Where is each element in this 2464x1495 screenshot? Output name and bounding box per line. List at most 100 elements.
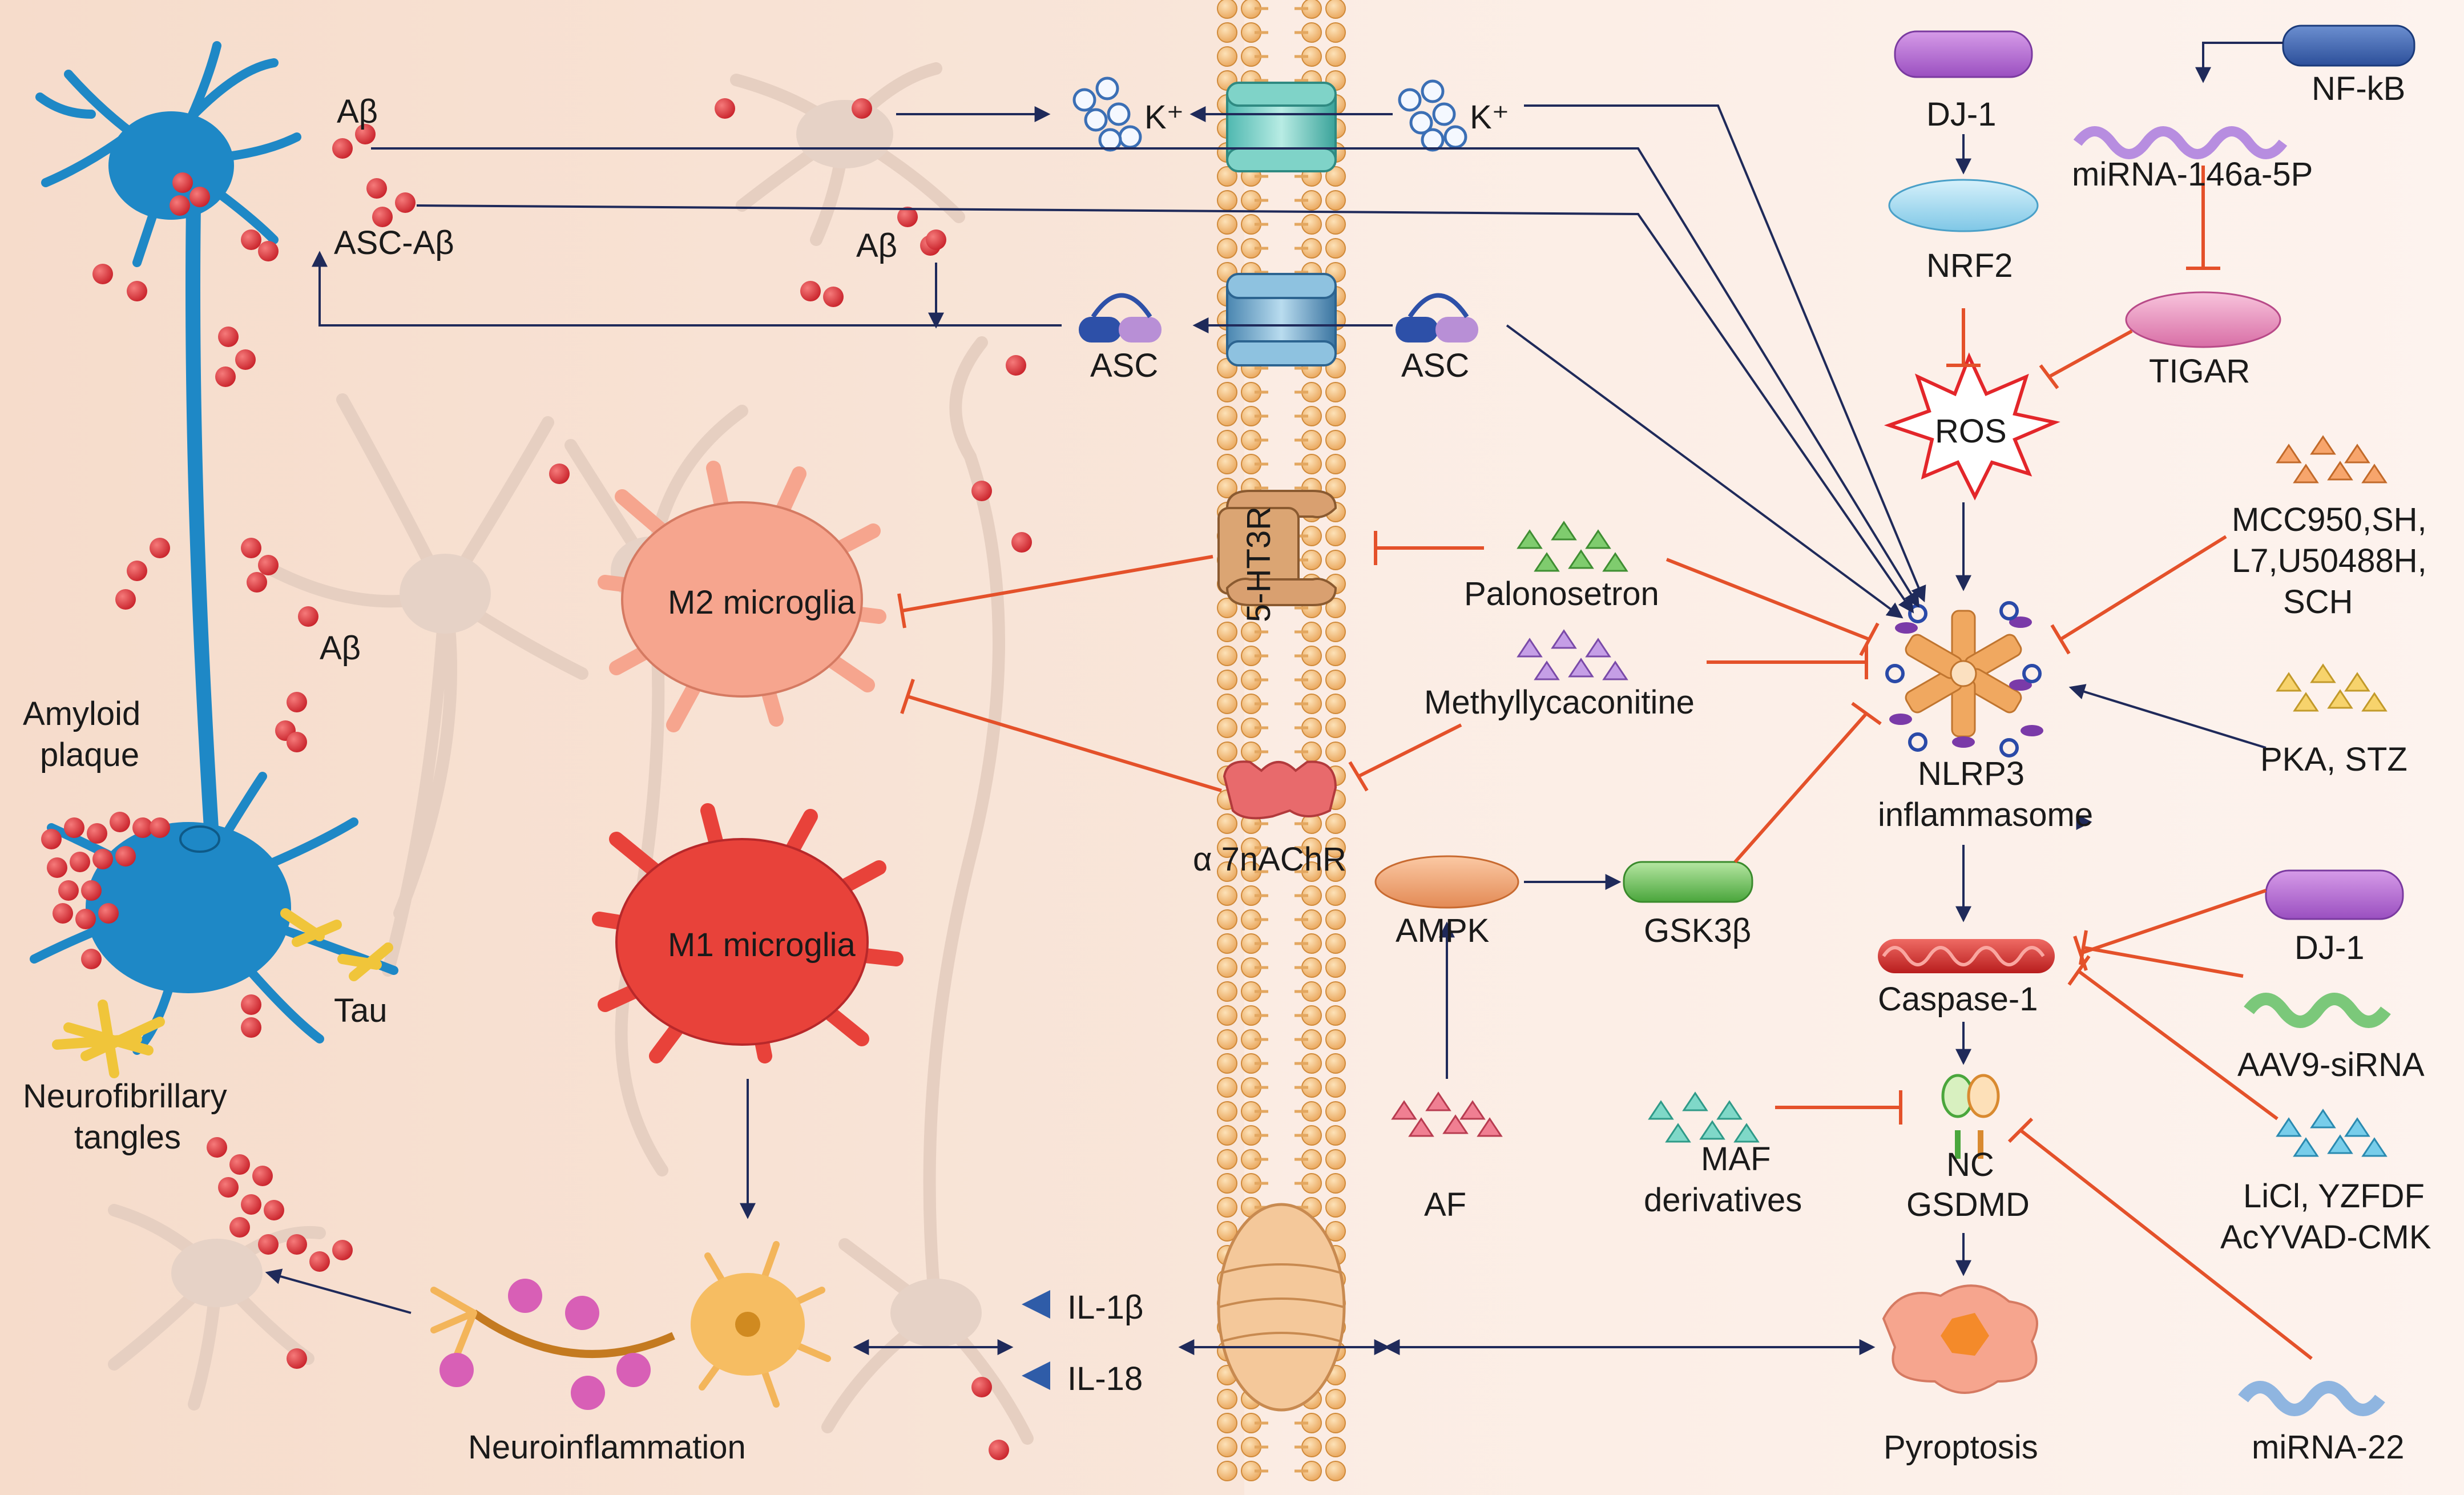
ros-burst	[1884, 352, 2060, 501]
membrane-bead	[1325, 837, 1346, 858]
membrane-bead	[1217, 933, 1237, 954]
membrane-bead	[1325, 718, 1346, 738]
membrane-bead	[1217, 885, 1237, 906]
il1b-triangle	[1022, 1290, 1050, 1319]
membrane-bead	[1217, 382, 1237, 402]
membrane-bead	[1325, 981, 1346, 1002]
af-molecules	[1391, 1091, 1503, 1137]
mcc950-molecules	[2276, 435, 2388, 483]
membrane-bead	[1325, 813, 1346, 834]
maf-molecules	[1648, 1091, 1760, 1143]
membrane-bead	[1325, 478, 1346, 498]
aav9-label: AAV9-siRNA	[2237, 1046, 2425, 1083]
inhibition-lines	[897, 166, 2313, 1360]
nfkb-pill	[2282, 25, 2415, 67]
amyloid-beta-particles	[41, 98, 1032, 1460]
neuroinflammation-label: Neuroinflammation	[468, 1429, 746, 1466]
membrane-bead	[1325, 166, 1346, 187]
membrane-bead	[1217, 406, 1237, 426]
membrane-bead	[1325, 694, 1346, 714]
abeta-left-label: Aβ	[320, 630, 361, 667]
mcc950-line-1: MCC950,SH,	[2232, 501, 2427, 538]
maf-derivatives-label: MAF derivatives	[1644, 1141, 1802, 1219]
membrane-bead	[1325, 22, 1346, 43]
licl-molecules	[2276, 1109, 2388, 1157]
membrane-bead	[1325, 550, 1346, 570]
dj1-top-pill	[1894, 30, 2033, 78]
tau-label: Tau	[334, 992, 388, 1029]
abeta-top-label: Aβ	[337, 93, 378, 130]
nlrp3-line-1: NLRP3	[1918, 755, 2025, 792]
membrane-bead	[1325, 861, 1346, 882]
membrane-bead	[1217, 238, 1237, 259]
maf-line-2: derivatives	[1644, 1182, 1802, 1219]
asc-right-label: ASC	[1401, 347, 1469, 384]
membrane-bead	[1325, 190, 1346, 211]
nlrp3-line-2: inflammasome	[1878, 796, 2093, 833]
tau-tangles	[52, 908, 393, 1078]
membrane-bead	[1325, 1053, 1346, 1074]
membrane-bead	[1217, 694, 1237, 714]
inflamed-neuron	[430, 1241, 831, 1408]
membrane-bead	[1325, 1125, 1346, 1146]
membrane-bead	[1325, 1077, 1346, 1098]
ampk-label: AMPK	[1396, 912, 1490, 949]
asc-left-label: ASC	[1090, 347, 1158, 384]
membrane-bead	[1217, 1053, 1237, 1074]
nrf2-label: NRF2	[1926, 247, 2013, 284]
membrane-bead	[1217, 1389, 1237, 1409]
asc-channel	[1226, 273, 1337, 366]
maf-line-1: MAF	[1701, 1141, 1771, 1178]
membrane-bead	[1217, 22, 1237, 43]
membrane-bead	[1325, 646, 1346, 666]
nlrp3-inflammasome	[1885, 601, 2043, 757]
nc-label: NC	[1946, 1146, 1994, 1183]
membrane-bead	[1325, 1461, 1346, 1481]
membrane-bead	[1325, 1101, 1346, 1122]
tigar-label: TIGAR	[2149, 353, 2250, 390]
pyroptotic-cell	[1882, 1284, 2038, 1394]
membrane-bead	[1325, 670, 1346, 690]
mcc950-label: MCC950,SH, L7,U50488H, SCH	[2232, 501, 2427, 620]
dj1-top-label: DJ-1	[1926, 96, 1996, 133]
membrane-bead	[1325, 742, 1346, 762]
membrane-bead	[1217, 1029, 1237, 1050]
membrane-bead	[1217, 837, 1237, 858]
ampk-pill	[1374, 855, 1519, 909]
gsk3b-label: GSK3β	[1644, 912, 1751, 949]
mirna22-strand	[2238, 1381, 2385, 1416]
ros-label: ROS	[1935, 413, 2007, 450]
asc-protein-right	[1396, 293, 1478, 342]
membrane-bead	[1325, 1221, 1346, 1242]
aav9-strand	[2244, 993, 2391, 1028]
membrane-bead	[1325, 46, 1346, 67]
pka-stz-molecules	[2276, 663, 2388, 712]
asc-abeta-label: ASC-Aβ	[334, 224, 454, 261]
membrane-bead	[1217, 1413, 1237, 1433]
membrane-bead	[1217, 957, 1237, 978]
a7nachr-receptor	[1223, 760, 1337, 820]
potassium-channel	[1226, 82, 1337, 172]
membrane-bead	[1217, 598, 1237, 618]
membrane-bead	[1217, 813, 1237, 834]
membrane-bead	[1217, 718, 1237, 738]
membrane-bead	[1325, 1149, 1346, 1170]
neuron	[30, 41, 398, 1055]
membrane-bead	[1217, 430, 1237, 450]
dj1-bottom-label: DJ-1	[2294, 929, 2364, 966]
il1b-label: IL-1β	[1067, 1289, 1143, 1326]
membrane-bead	[1217, 981, 1237, 1002]
membrane-bead	[1217, 1173, 1237, 1194]
nfkb-label: NF-kB	[2312, 70, 2405, 107]
intracellular-background	[1244, 0, 2464, 1495]
amyloid-plaque-line-2: plaque	[40, 736, 139, 773]
mcc950-line-2: L7,U50488H,	[2232, 542, 2427, 579]
palonosetron-molecules	[1517, 521, 1628, 572]
membrane-bead	[1217, 0, 1237, 19]
membrane-bead	[1325, 909, 1346, 930]
caspase1-label: Caspase-1	[1878, 981, 2038, 1018]
membrane-bead	[1325, 957, 1346, 978]
mirna146-label: miRNA-146a-5P	[2072, 156, 2313, 193]
mcc950-line-3: SCH	[2283, 583, 2353, 620]
